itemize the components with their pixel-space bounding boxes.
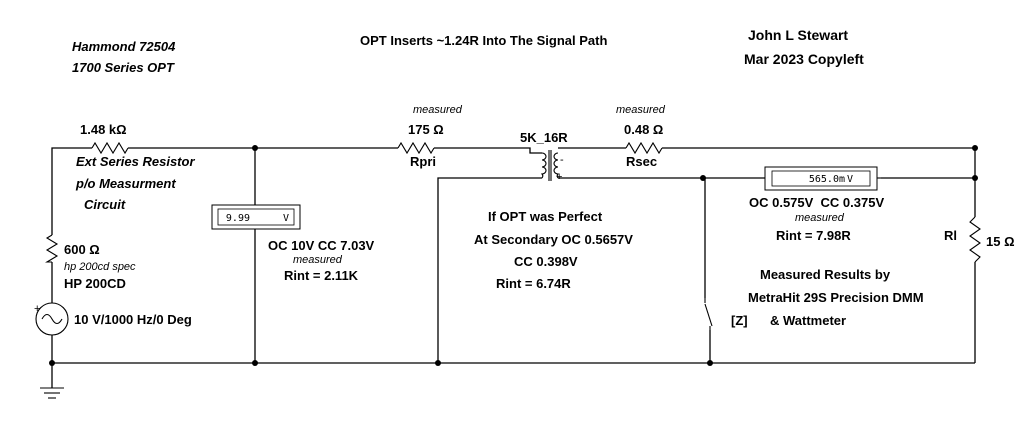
rpri-resistor-symbol — [397, 141, 435, 155]
primary-meter-reading: 9.99 — [226, 213, 250, 224]
secondary-voltmeter: 565.0m V — [764, 166, 881, 191]
perfect-line-1: If OPT was Perfect — [488, 209, 603, 224]
ground-icon — [40, 387, 64, 399]
svg-text:-: - — [560, 154, 564, 166]
ac-source-symbol: + — [34, 302, 69, 336]
secondary-meter-reading: 565.0m — [809, 174, 845, 185]
series-resistor-value: 1.48 kΩ — [80, 122, 127, 137]
primary-voltmeter: 9.99 V — [211, 204, 301, 230]
author-label: John L Stewart — [748, 27, 848, 43]
junctions — [49, 145, 978, 366]
junction-dot — [972, 145, 978, 151]
primary-measured-note: measured — [293, 254, 343, 266]
junction-dot — [972, 175, 978, 181]
wire-pri-to-xfmr — [434, 147, 542, 154]
perfect-line-3: CC 0.398V — [514, 254, 578, 269]
junction-dot — [707, 360, 713, 366]
opt-model-label: Hammond 72504 — [72, 39, 176, 54]
load-name: Rl — [944, 228, 957, 243]
rpri-name: Rpri — [410, 154, 436, 169]
diagram-title: OPT Inserts ~1.24R Into The Signal Path — [360, 33, 607, 48]
date-license-label: Mar 2023 Copyleft — [744, 51, 864, 67]
series-resistor-desc-3: Circuit — [84, 197, 126, 212]
transformer-symbol: - + — [540, 150, 564, 183]
rpri-value: 175 Ω — [408, 122, 444, 137]
secondary-oc-cc: OC 0.575V CC 0.375V — [749, 195, 884, 210]
load-value: 15 Ω — [986, 234, 1015, 249]
svg-text:+: + — [34, 303, 40, 315]
source-name: HP 200CD — [64, 276, 126, 291]
opt-series-label: 1700 Series OPT — [72, 60, 175, 75]
source-resistor-symbol — [45, 234, 59, 263]
rsec-value: 0.48 Ω — [624, 122, 663, 137]
secondary-rint: Rint = 7.98R — [776, 228, 851, 243]
junction-dot — [252, 145, 258, 151]
results-line-2: MetraHit 29S Precision DMM — [748, 290, 924, 305]
rsec-measured-note: measured — [616, 104, 666, 116]
source-params: 10 V/1000 Hz/0 Deg — [74, 312, 192, 327]
wire-top-left — [51, 147, 92, 235]
primary-meter-unit: V — [283, 213, 289, 224]
primary-oc-cc: OC 10V CC 7.03V — [268, 238, 375, 253]
series-resistor-symbol — [91, 141, 129, 155]
junction-dot — [49, 360, 55, 366]
switch-symbol — [704, 298, 713, 330]
load-resistor-symbol — [969, 216, 981, 263]
wire-pri-return — [437, 177, 542, 363]
source-resistor-note: hp 200cd spec — [64, 261, 136, 273]
switch-key-label: [Z] — [731, 313, 748, 328]
secondary-measured-note: measured — [795, 212, 845, 224]
rsec-name: Rsec — [626, 154, 657, 169]
series-resistor-desc-2: p/o Measurment — [75, 176, 176, 191]
series-resistor-desc-1: Ext Series Resistor — [76, 154, 195, 169]
transformer-name: 5K_16R — [520, 130, 568, 145]
perfect-line-4: Rint = 6.74R — [496, 276, 571, 291]
svg-text:+: + — [556, 171, 562, 183]
results-line-3: & Wattmeter — [770, 313, 846, 328]
junction-dot — [700, 175, 706, 181]
rpri-measured-note: measured — [413, 104, 463, 116]
rsec-resistor-symbol — [625, 141, 663, 155]
perfect-line-2: At Secondary OC 0.5657V — [474, 232, 633, 247]
secondary-meter-unit: V — [847, 174, 853, 185]
junction-dot — [435, 360, 441, 366]
primary-rint: Rint = 2.11K — [284, 268, 359, 283]
results-line-1: Measured Results by — [760, 267, 891, 282]
source-resistor-value: 600 Ω — [64, 242, 100, 257]
junction-dot — [252, 360, 258, 366]
